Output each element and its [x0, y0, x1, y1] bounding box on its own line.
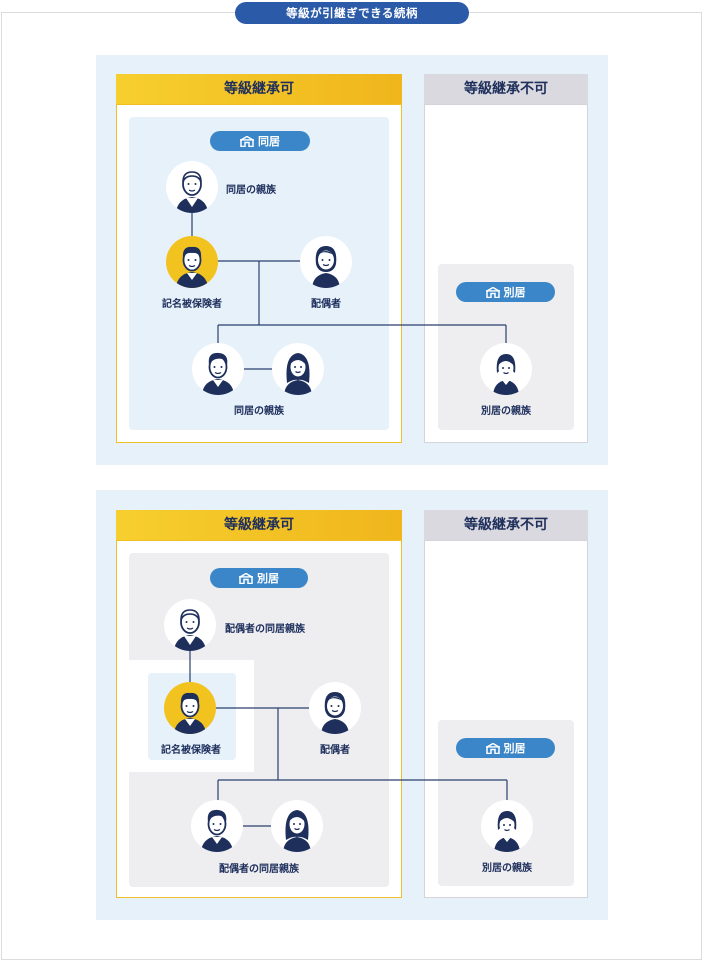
man-icon: [166, 236, 218, 288]
girl-icon: [481, 800, 533, 852]
man-icon: [164, 682, 216, 734]
inherit-ng-header-2: 等級継承不可: [424, 510, 588, 540]
house-icon: [239, 573, 253, 584]
relatives-bottom-label-2: 配偶者の同居親族: [219, 860, 299, 875]
elderly-man-icon: [164, 599, 216, 651]
relatives-bottom-label-1: 同居の親族: [234, 402, 284, 417]
insured-label-1: 記名被保険者: [162, 295, 222, 310]
relatives-top-label-1: 同居の親族: [226, 181, 276, 196]
house-icon: [240, 136, 254, 147]
cohabiting-label-1: 同居: [258, 133, 280, 149]
woman-icon: [300, 236, 352, 288]
man-icon: [192, 343, 244, 395]
inherit-ok-header-1: 等級継承可: [116, 74, 402, 104]
cohabiting-relative-son-1: [192, 343, 244, 395]
separate-label-2a: 別居: [257, 570, 279, 586]
spouse-label-2: 配偶者: [320, 741, 350, 756]
house-icon: [486, 743, 500, 754]
separate-relative-1: [480, 343, 532, 395]
spouse-relative-daughter-2: [271, 800, 323, 852]
insured-person-1: [166, 236, 218, 288]
relatives-top-label-2: 配偶者の同居親族: [225, 620, 305, 635]
page-title: 等級が引継ぎできる続柄: [235, 2, 469, 24]
insured-person-2: [164, 682, 216, 734]
spouse-1: [300, 236, 352, 288]
man-icon: [191, 800, 243, 852]
spouse-relative-son-2: [191, 800, 243, 852]
separate-relative-label-1: 別居の親族: [481, 402, 531, 417]
long-hair-woman-icon: [272, 343, 324, 395]
long-hair-woman-icon: [271, 800, 323, 852]
house-icon: [486, 287, 500, 298]
separate-pill-2b: 別居: [456, 738, 555, 758]
insured-label-2: 記名被保険者: [161, 741, 221, 756]
separate-pill-2a: 別居: [210, 568, 308, 588]
spouse-2: [309, 682, 361, 734]
separate-relative-2: [481, 800, 533, 852]
separate-relative-label-2: 別居の親族: [482, 859, 532, 874]
elderly-man-icon: [166, 161, 218, 213]
cohabiting-relative-elder-1: [166, 161, 218, 213]
woman-icon: [309, 682, 361, 734]
inherit-ng-header-1: 等級継承不可: [424, 74, 588, 104]
girl-icon: [480, 343, 532, 395]
inherit-ok-header-2: 等級継承可: [116, 510, 402, 540]
separate-label-1: 別居: [504, 284, 526, 300]
cohabiting-pill-1: 同居: [210, 131, 310, 151]
spouse-label-1: 配偶者: [311, 295, 341, 310]
cohabiting-relative-daughter-1: [272, 343, 324, 395]
separate-pill-1: 別居: [456, 282, 555, 302]
separate-label-2b: 別居: [504, 740, 526, 756]
spouse-relative-elder-2: [164, 599, 216, 651]
